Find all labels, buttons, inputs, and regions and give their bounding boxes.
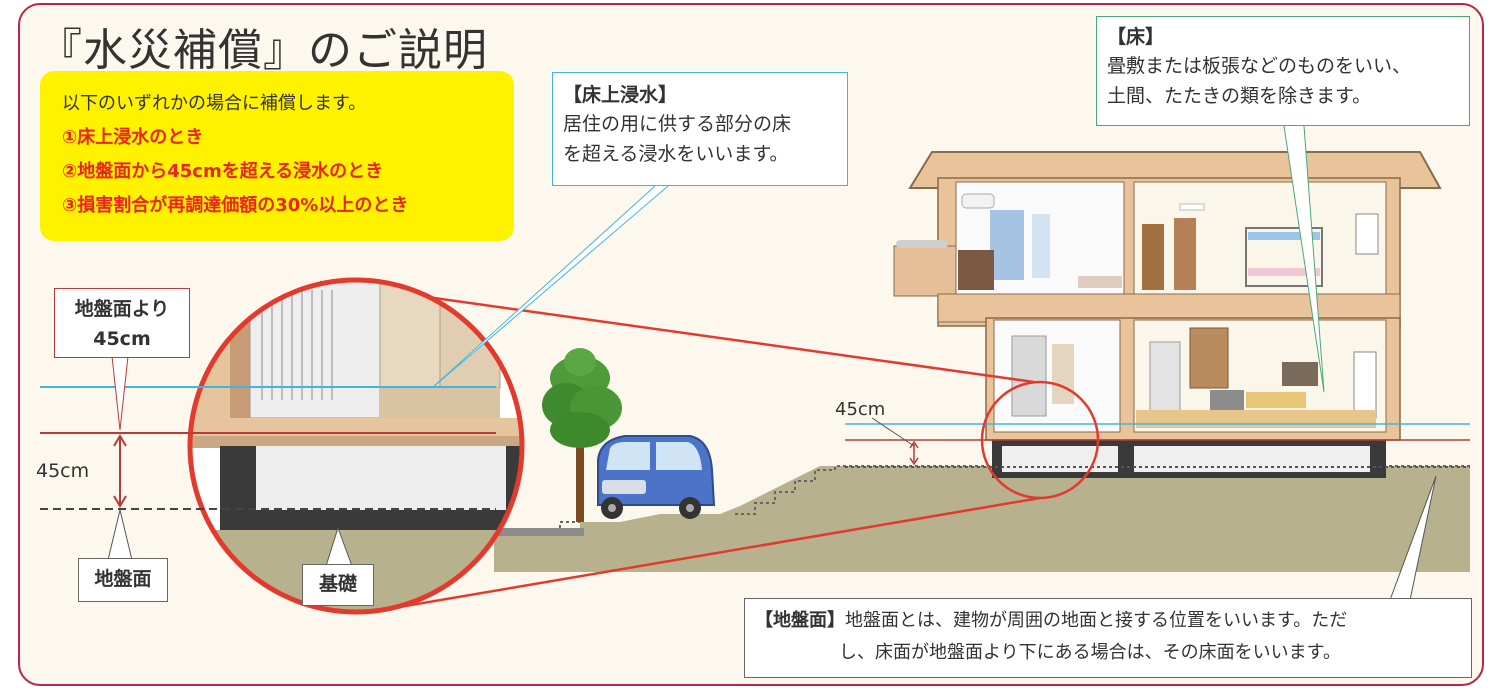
- condition-item: ③損害割合が再調達価額の30%以上のとき: [62, 195, 409, 216]
- floor-callout-heading: 【床】: [1107, 26, 1165, 48]
- right-height-label: 45cm: [835, 399, 886, 420]
- terrain: [494, 466, 1470, 572]
- ground-note-pointer: [1389, 475, 1437, 601]
- ground-note-line: 地盤面とは、建物が周囲の地面と接する位置をいいます。ただ: [845, 610, 1348, 631]
- floor-callout-pointer: [1283, 125, 1325, 393]
- ground-level-label: 地盤面: [78, 558, 168, 602]
- conditions-box: 以下のいずれかの場合に補償します。 ①床上浸水のとき ②地盤面から45cmを超え…: [40, 71, 514, 241]
- foundation-pointer: [325, 526, 353, 567]
- condition-item: ①床上浸水のとき: [62, 127, 204, 148]
- above-ground-pointer: [111, 355, 129, 431]
- ground-pointer: [107, 509, 133, 561]
- page-title: 『水災補償』のご説明: [38, 25, 488, 76]
- house-illustration: [893, 151, 1442, 478]
- ground-definition-note: 【地盤面】地盤面とは、建物が周囲の地面と接する位置をいいます。ただ し、床面が地…: [744, 598, 1472, 678]
- ground-note-line: し、床面が地盤面より下にある場合は、その床面をいいます。: [839, 642, 1341, 663]
- left-height-label: 45cm: [36, 460, 90, 482]
- zoom-connector-top: [319, 280, 1035, 384]
- floor-callout-line: 畳敷または板張などのものをいい、: [1107, 55, 1412, 77]
- flood-callout-heading: 【床上浸水】: [563, 84, 678, 106]
- conditions-intro: 以下のいずれかの場合に補償します。: [62, 93, 367, 114]
- flood-definition-callout: 【床上浸水】 居住の用に供する部分の床 を超える浸水をいいます。: [552, 72, 848, 186]
- above-ground-label-line: 地盤面より: [74, 298, 170, 320]
- big-zoom-circle: [187, 277, 525, 615]
- tree-illustration: [542, 348, 622, 522]
- flood-callout-line: を超える浸水をいいます。: [563, 143, 789, 165]
- condition-item: ②地盤面から45cmを超える浸水のとき: [62, 161, 384, 182]
- zoom-connector-bottom: [369, 496, 1041, 614]
- floor-definition-callout: 【床】 畳敷または板張などのものをいい、 土間、たたきの類を除きます。: [1096, 16, 1470, 126]
- above-ground-45cm-label: 地盤面より 45cm: [54, 288, 190, 358]
- car-illustration: [597, 435, 716, 519]
- floor-callout-line: 土間、たたきの類を除きます。: [1107, 85, 1372, 107]
- road-edge: [494, 528, 584, 536]
- flood-callout-line: 居住の用に供する部分の床: [563, 113, 792, 135]
- foundation-label: 基礎: [302, 564, 374, 606]
- ground-note-heading: 【地盤面】: [755, 610, 845, 631]
- flood-callout-pointer: [431, 185, 669, 389]
- above-ground-label-line: 45cm: [93, 328, 151, 350]
